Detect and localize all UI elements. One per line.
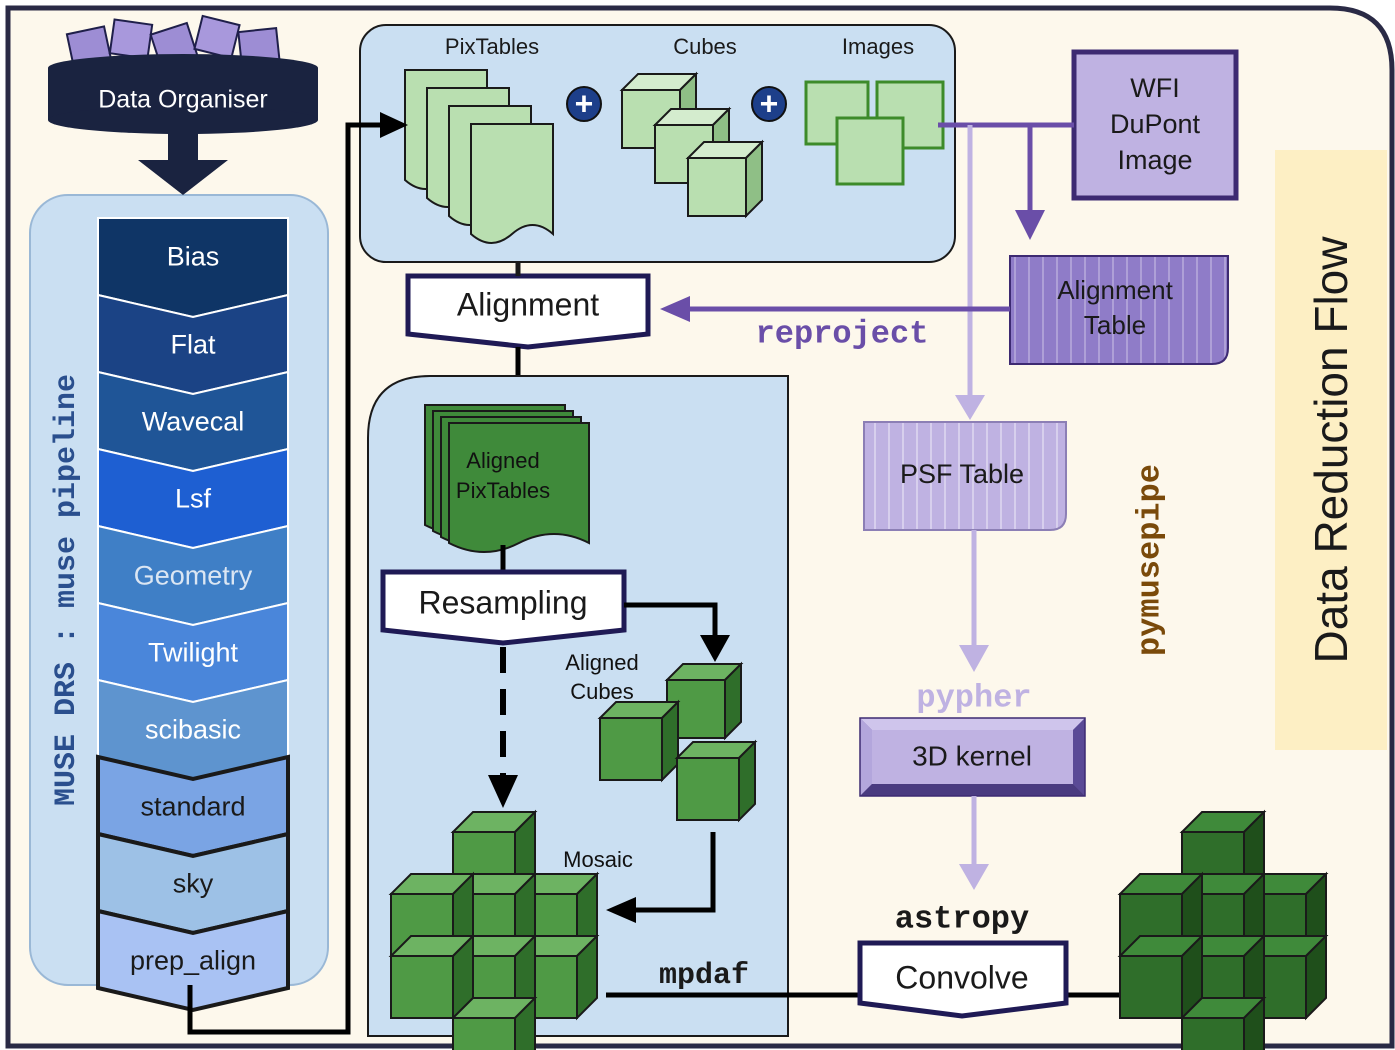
wfi-dupont-box xyxy=(1071,49,1239,201)
alignment-box xyxy=(405,273,651,350)
mosaic-label: Mosaic xyxy=(563,847,633,872)
kernel-label: 3D kernel xyxy=(912,740,1032,771)
pipeline-step-label: Bias xyxy=(167,242,220,272)
plus-icon: + xyxy=(566,85,602,122)
cubes-icon xyxy=(619,71,765,219)
astropy-label: astropy xyxy=(895,900,1029,937)
convolved-mosaic-icon xyxy=(1117,809,1329,1050)
cube-front-face xyxy=(599,717,663,781)
aligned-pixtables-icon xyxy=(424,404,590,553)
cube-side-face xyxy=(1243,995,1265,1050)
pipeline-step-label: scibasic xyxy=(145,715,241,745)
wfi-line1: WFI xyxy=(1130,73,1179,103)
mpdaf-label: mpdaf xyxy=(659,959,749,993)
convolve-label: Convolve xyxy=(895,959,1028,995)
pipeline-vertical-label: MUSE DRS : muse pipeline xyxy=(50,374,84,806)
cube-side-face xyxy=(514,995,536,1050)
reproject-label: reproject xyxy=(756,315,929,352)
images-icon xyxy=(804,80,945,186)
data-organiser-label: Data Organiser xyxy=(98,86,268,114)
organiser-down-arrow xyxy=(138,128,228,195)
kernel-box xyxy=(859,717,1086,797)
title-box xyxy=(1275,150,1387,750)
cubes-label: Cubes xyxy=(673,34,737,59)
plus-icon: + xyxy=(751,85,787,122)
psf-table-box xyxy=(863,421,1067,531)
cube-front-face xyxy=(687,157,747,217)
paper-icon xyxy=(193,14,241,60)
alignment-label: Alignment xyxy=(457,286,599,322)
pipeline-step xyxy=(96,908,290,1013)
cube-front-face xyxy=(390,955,454,1019)
images-label: Images xyxy=(842,34,914,59)
aligned-pixtables-line2: PixTables xyxy=(456,478,550,503)
aligned-cubes-line2: Cubes xyxy=(570,679,634,704)
convolve-box xyxy=(857,940,1069,1019)
alignment-table-box xyxy=(1009,255,1229,365)
mosaic-icon xyxy=(388,809,600,1050)
pixtables-label: PixTables xyxy=(445,34,539,59)
data-organiser: Data Organiser xyxy=(48,14,318,134)
pipeline-step-label: prep_align xyxy=(130,946,256,976)
pipeline-step-label: Lsf xyxy=(175,484,212,514)
svg-text:+: + xyxy=(760,85,779,121)
psf-table-label: PSF Table xyxy=(900,459,1024,489)
pipeline-step-label: Wavecal xyxy=(142,407,245,437)
pypher-label: pypher xyxy=(916,679,1031,716)
alignment-table-line1: Alignment xyxy=(1057,275,1173,305)
aligned-pixtables-line1: Aligned xyxy=(466,448,539,473)
cube-front-face xyxy=(1181,1017,1245,1050)
paper-icon xyxy=(108,18,154,60)
cube-front-face xyxy=(676,757,740,821)
cube-front-face xyxy=(1119,955,1183,1019)
cube-front-face xyxy=(452,1017,516,1050)
pipeline-step-label: sky xyxy=(173,869,214,899)
wfi-line3: Image xyxy=(1117,145,1192,175)
pixtable-sheet xyxy=(470,123,554,244)
pipeline-step-label: standard xyxy=(140,792,245,822)
svg-text:+: + xyxy=(575,85,594,121)
pipeline-step-label: Twilight xyxy=(148,638,239,668)
pipeline-step-label: Geometry xyxy=(134,561,253,591)
resampling-label: Resampling xyxy=(419,584,588,620)
wfi-line2: DuPont xyxy=(1110,109,1201,139)
alignment-table-line2: Table xyxy=(1084,310,1146,340)
pymusepipe-label: pymusepipe xyxy=(1131,464,1168,656)
pixtable-sheet xyxy=(448,422,590,553)
aligned-cubes-line1: Aligned xyxy=(565,650,638,675)
resampling-box xyxy=(380,569,627,646)
flow-title: Data Reduction Flow xyxy=(1305,236,1357,664)
pipeline-step-label: Flat xyxy=(170,330,216,360)
aligned-cubes-icon xyxy=(597,661,758,823)
pixtables-icon xyxy=(404,69,554,244)
